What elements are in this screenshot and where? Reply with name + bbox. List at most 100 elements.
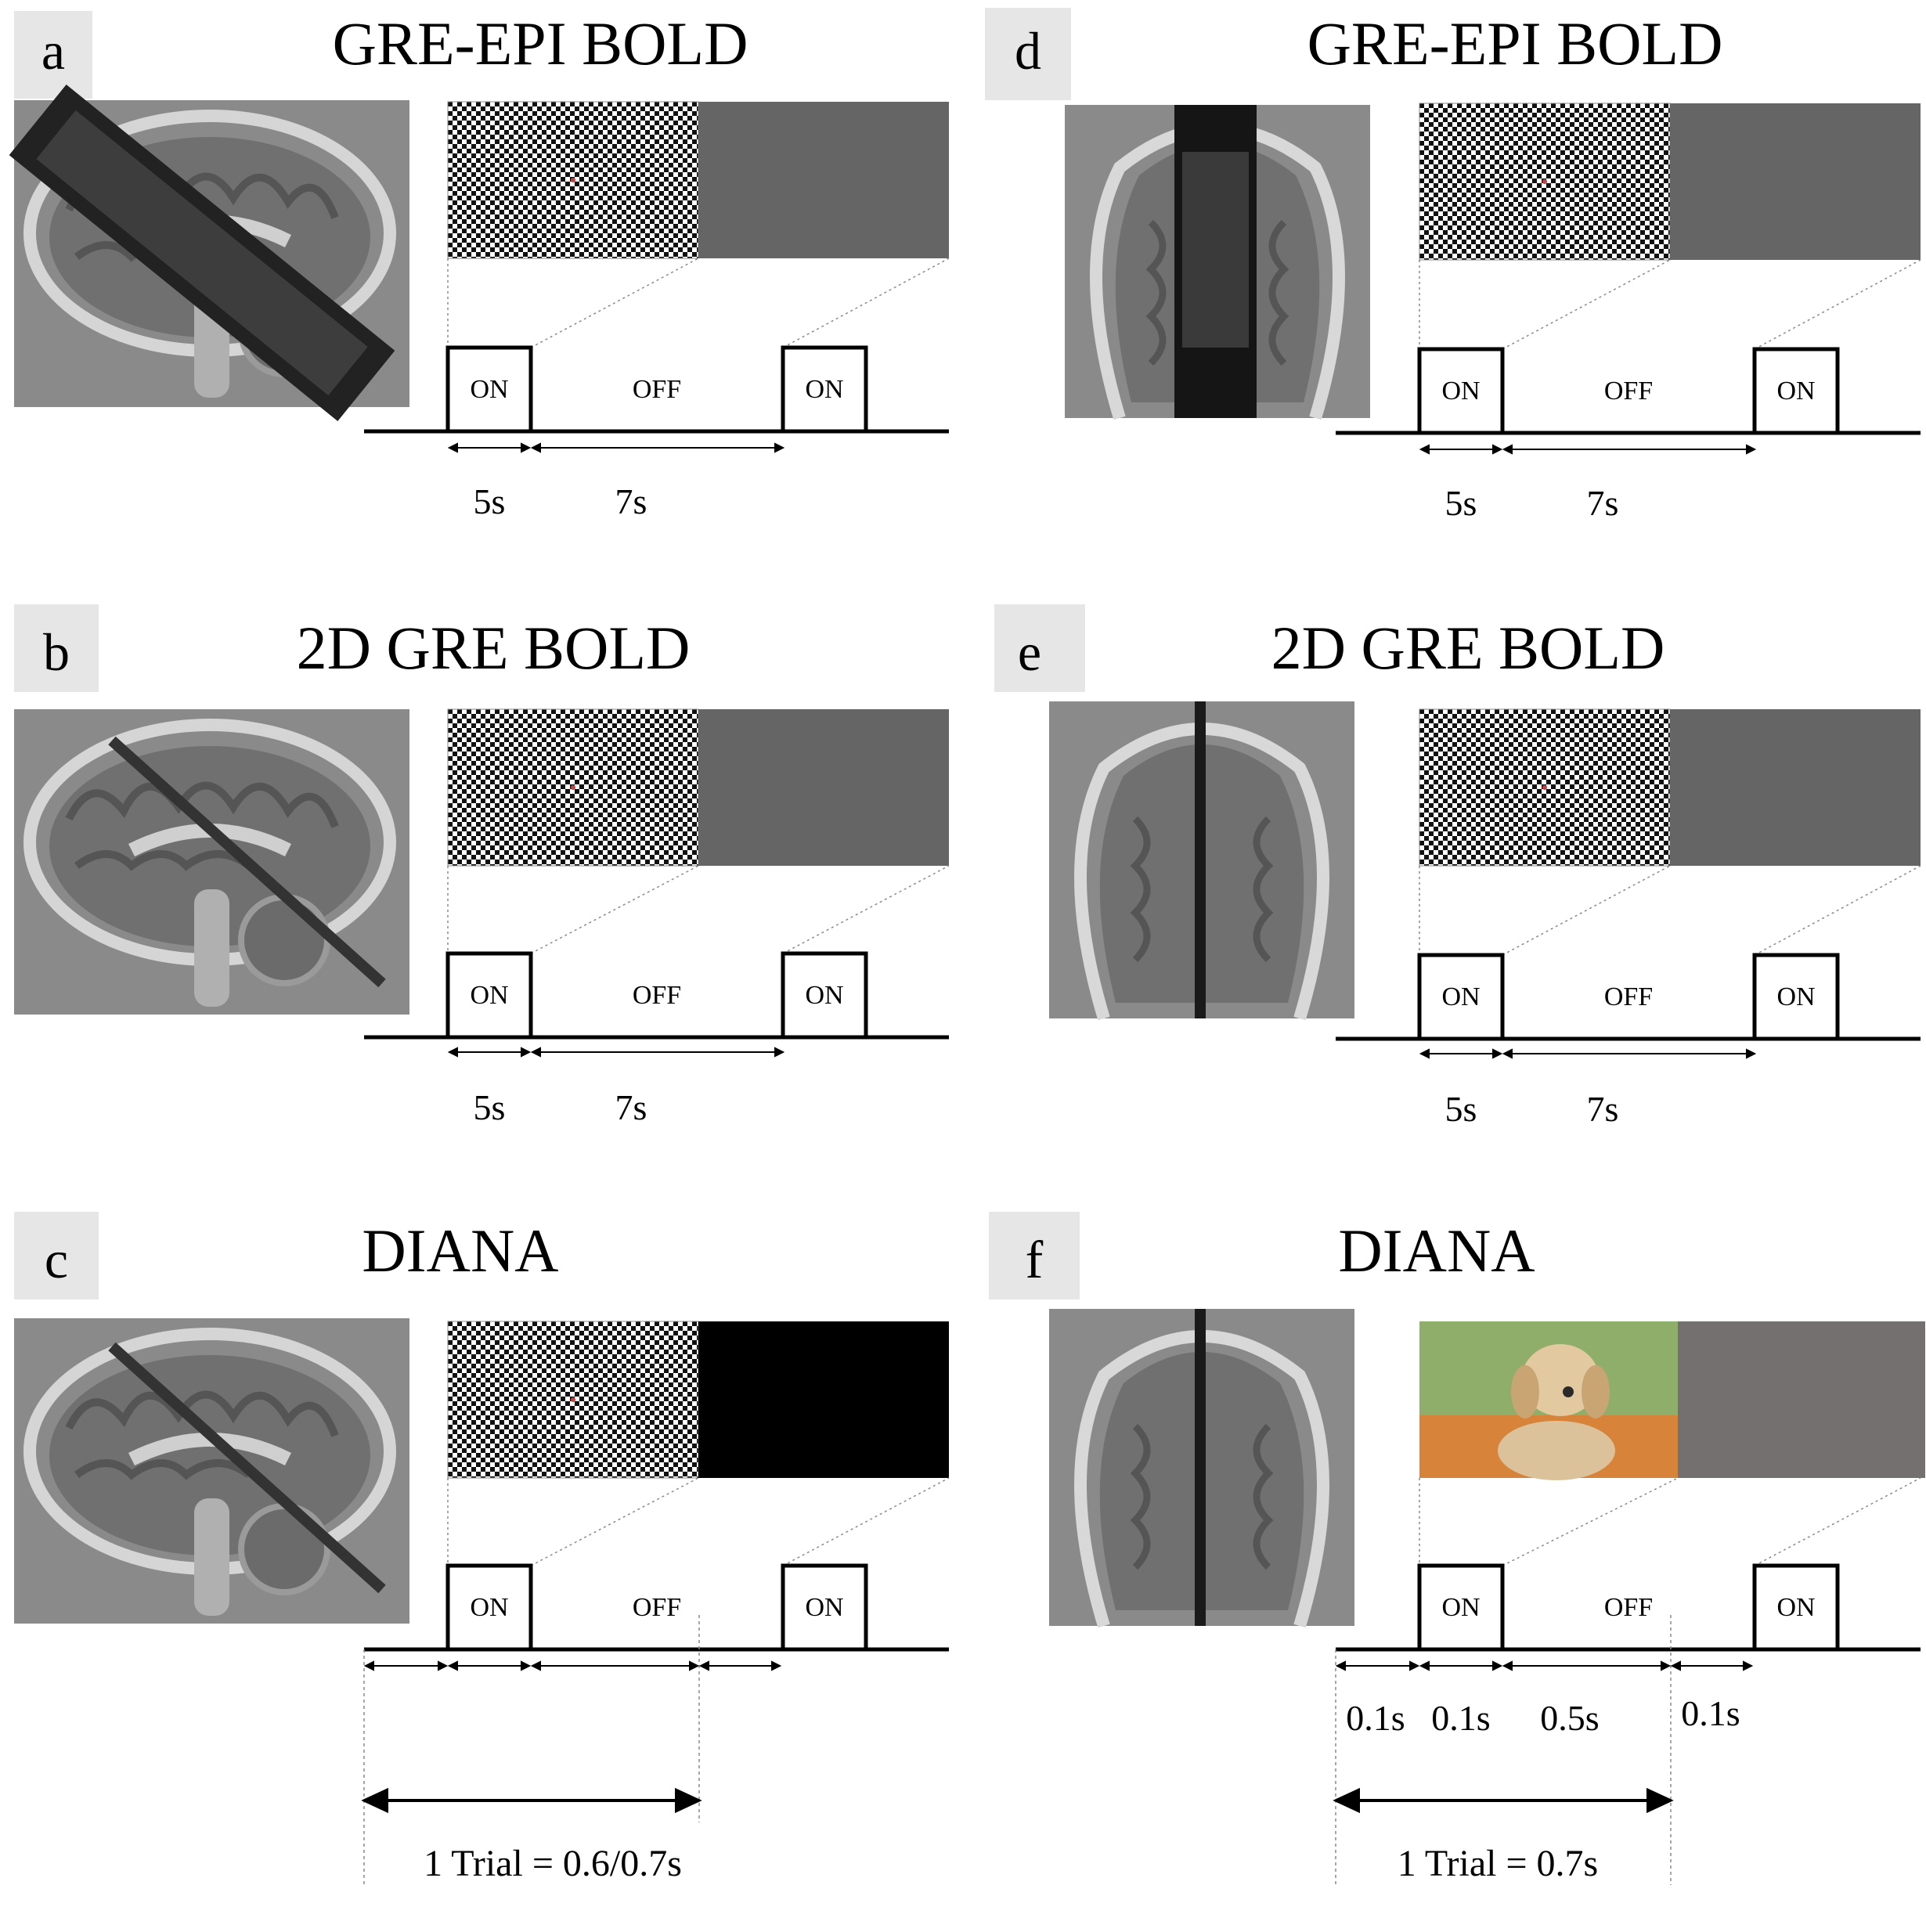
trial-boundaries (1335, 1615, 1672, 1885)
on-block-2 (781, 1563, 868, 1652)
stimulus-screen (1419, 1321, 1925, 1480)
segment-arrows (1335, 1660, 1754, 1671)
zoom-guides (447, 865, 950, 954)
off-screen (1678, 1321, 1925, 1478)
segment-label-2: 0.1s (1431, 1698, 1490, 1738)
duration-label-off: 7s (1587, 1089, 1619, 1129)
slice-line (108, 736, 386, 988)
off-label: OFF (1604, 377, 1653, 406)
trial-boundaries (363, 1615, 700, 1885)
off-screen (1670, 103, 1921, 260)
duration-label-on: 5s (1445, 1089, 1477, 1129)
on-block-2 (1752, 347, 1840, 435)
on-label-1: ON (470, 981, 508, 1010)
duration-label-on: 5s (474, 1087, 506, 1127)
on-block-2 (781, 345, 868, 434)
on-block-1 (445, 951, 533, 1040)
on-block-1 (1417, 1563, 1505, 1652)
trial-label: 1 Trial = 0.7s (1398, 1843, 1598, 1884)
puppy-body (1498, 1421, 1615, 1480)
on-block-1 (445, 345, 533, 434)
panel-letter: d (1015, 21, 1041, 81)
trial-arrow (1333, 1787, 1674, 1814)
duration-arrows (447, 442, 785, 453)
brain-gyri (65, 1390, 339, 1480)
panel-title: GRE-EPI BOLD (333, 9, 748, 77)
panel-letter-box (985, 8, 1071, 100)
zoom-guides (1419, 1477, 1921, 1566)
on-label-2: ON (805, 981, 843, 1010)
stimulus-screen (447, 1321, 949, 1479)
duration-arrows (447, 1047, 785, 1058)
brain-gyri (1130, 816, 1274, 963)
block-timeline: ON OFF ON 5s 7s (364, 951, 949, 1127)
on-label-2: ON (1776, 1593, 1815, 1622)
stimulus-screen (1419, 708, 1921, 867)
panel-letter-box (989, 1212, 1080, 1299)
off-screen (1670, 709, 1921, 866)
slice-line (1195, 701, 1206, 1018)
brain-image (1049, 1309, 1354, 1628)
panel-letter-box (994, 604, 1085, 692)
segment-arrows (363, 1660, 782, 1671)
off-label: OFF (633, 981, 681, 1010)
zoom-guides (1419, 865, 1921, 956)
on-block-1 (1417, 953, 1505, 1041)
panel-f: f DIANA ON O (989, 1212, 1925, 1885)
on-label-1: ON (1441, 1593, 1480, 1622)
zoom-guides (1419, 259, 1921, 350)
brainstem (194, 1498, 229, 1616)
puppy-ear-left (1511, 1365, 1539, 1418)
trial-label: 1 Trial = 0.6/0.7s (424, 1843, 682, 1884)
panel-title: 2D GRE BOLD (1271, 614, 1665, 682)
zoom-guides (447, 1477, 950, 1566)
on-label-2: ON (805, 375, 843, 404)
brain-image (9, 85, 409, 421)
zoom-guides (447, 258, 950, 348)
stimulus-screen (447, 708, 949, 867)
on-label-1: ON (470, 375, 508, 404)
fixation-dot (571, 1397, 575, 1402)
segment-label-3: 0.5s (1540, 1698, 1599, 1738)
on-block-1 (445, 1563, 533, 1652)
fixation-dot (571, 178, 575, 182)
brain-image (1049, 701, 1354, 1021)
off-label: OFF (633, 375, 681, 404)
panel-title: DIANA (1338, 1217, 1535, 1285)
puppy-head (1521, 1344, 1600, 1416)
puppy-nose (1563, 1386, 1574, 1397)
off-label: OFF (1604, 1593, 1653, 1622)
brain-image (14, 709, 409, 1015)
trial-arrow (361, 1787, 702, 1814)
epi-slab-core (1182, 152, 1249, 348)
panel-letter-box (14, 604, 99, 692)
on-label-1: ON (1441, 377, 1480, 406)
on-label-1: ON (470, 1593, 508, 1622)
slice-line (1195, 1309, 1206, 1626)
brain-image (14, 1318, 409, 1624)
duration-arrows (1419, 1048, 1757, 1059)
trial-timeline: ON OFF ON 0.1s 0.1s 0.5s 0.1s (1333, 1563, 1921, 1885)
brain-gyri (65, 781, 339, 871)
duration-label-on: 5s (474, 481, 506, 521)
panel-title: 2D GRE BOLD (297, 614, 691, 682)
panel-letter-box (14, 1212, 99, 1299)
trial-timeline: ON OFF ON 1 Trial = 0.6/0.7s (361, 1563, 949, 1885)
cerebellum (238, 1503, 330, 1595)
panel-title: GRE-EPI BOLD (1307, 9, 1723, 77)
panel-letter: e (1018, 622, 1041, 682)
block-timeline: ON OFF ON 5s 7s (1336, 347, 1921, 523)
panel-letter: f (1026, 1230, 1044, 1289)
on-label-2: ON (1776, 377, 1815, 406)
fixation-dot (571, 785, 575, 790)
panel-c: c DIANA ON OFF ON (14, 1212, 950, 1885)
block-timeline: ON OFF ON 5s 7s (364, 345, 949, 521)
block-timeline: ON OFF ON 5s 7s (1336, 953, 1921, 1129)
epi-coverage-slab (9, 85, 395, 421)
panel-b: b 2D GRE BOLD ON OFF (14, 604, 950, 1127)
stimulus-screen (1419, 103, 1921, 261)
off-screen (698, 709, 949, 866)
panel-d: d GRE-EPI BOLD ON OFF ON (985, 8, 1921, 523)
off-screen (698, 102, 949, 258)
duration-label-off: 7s (1587, 483, 1619, 523)
